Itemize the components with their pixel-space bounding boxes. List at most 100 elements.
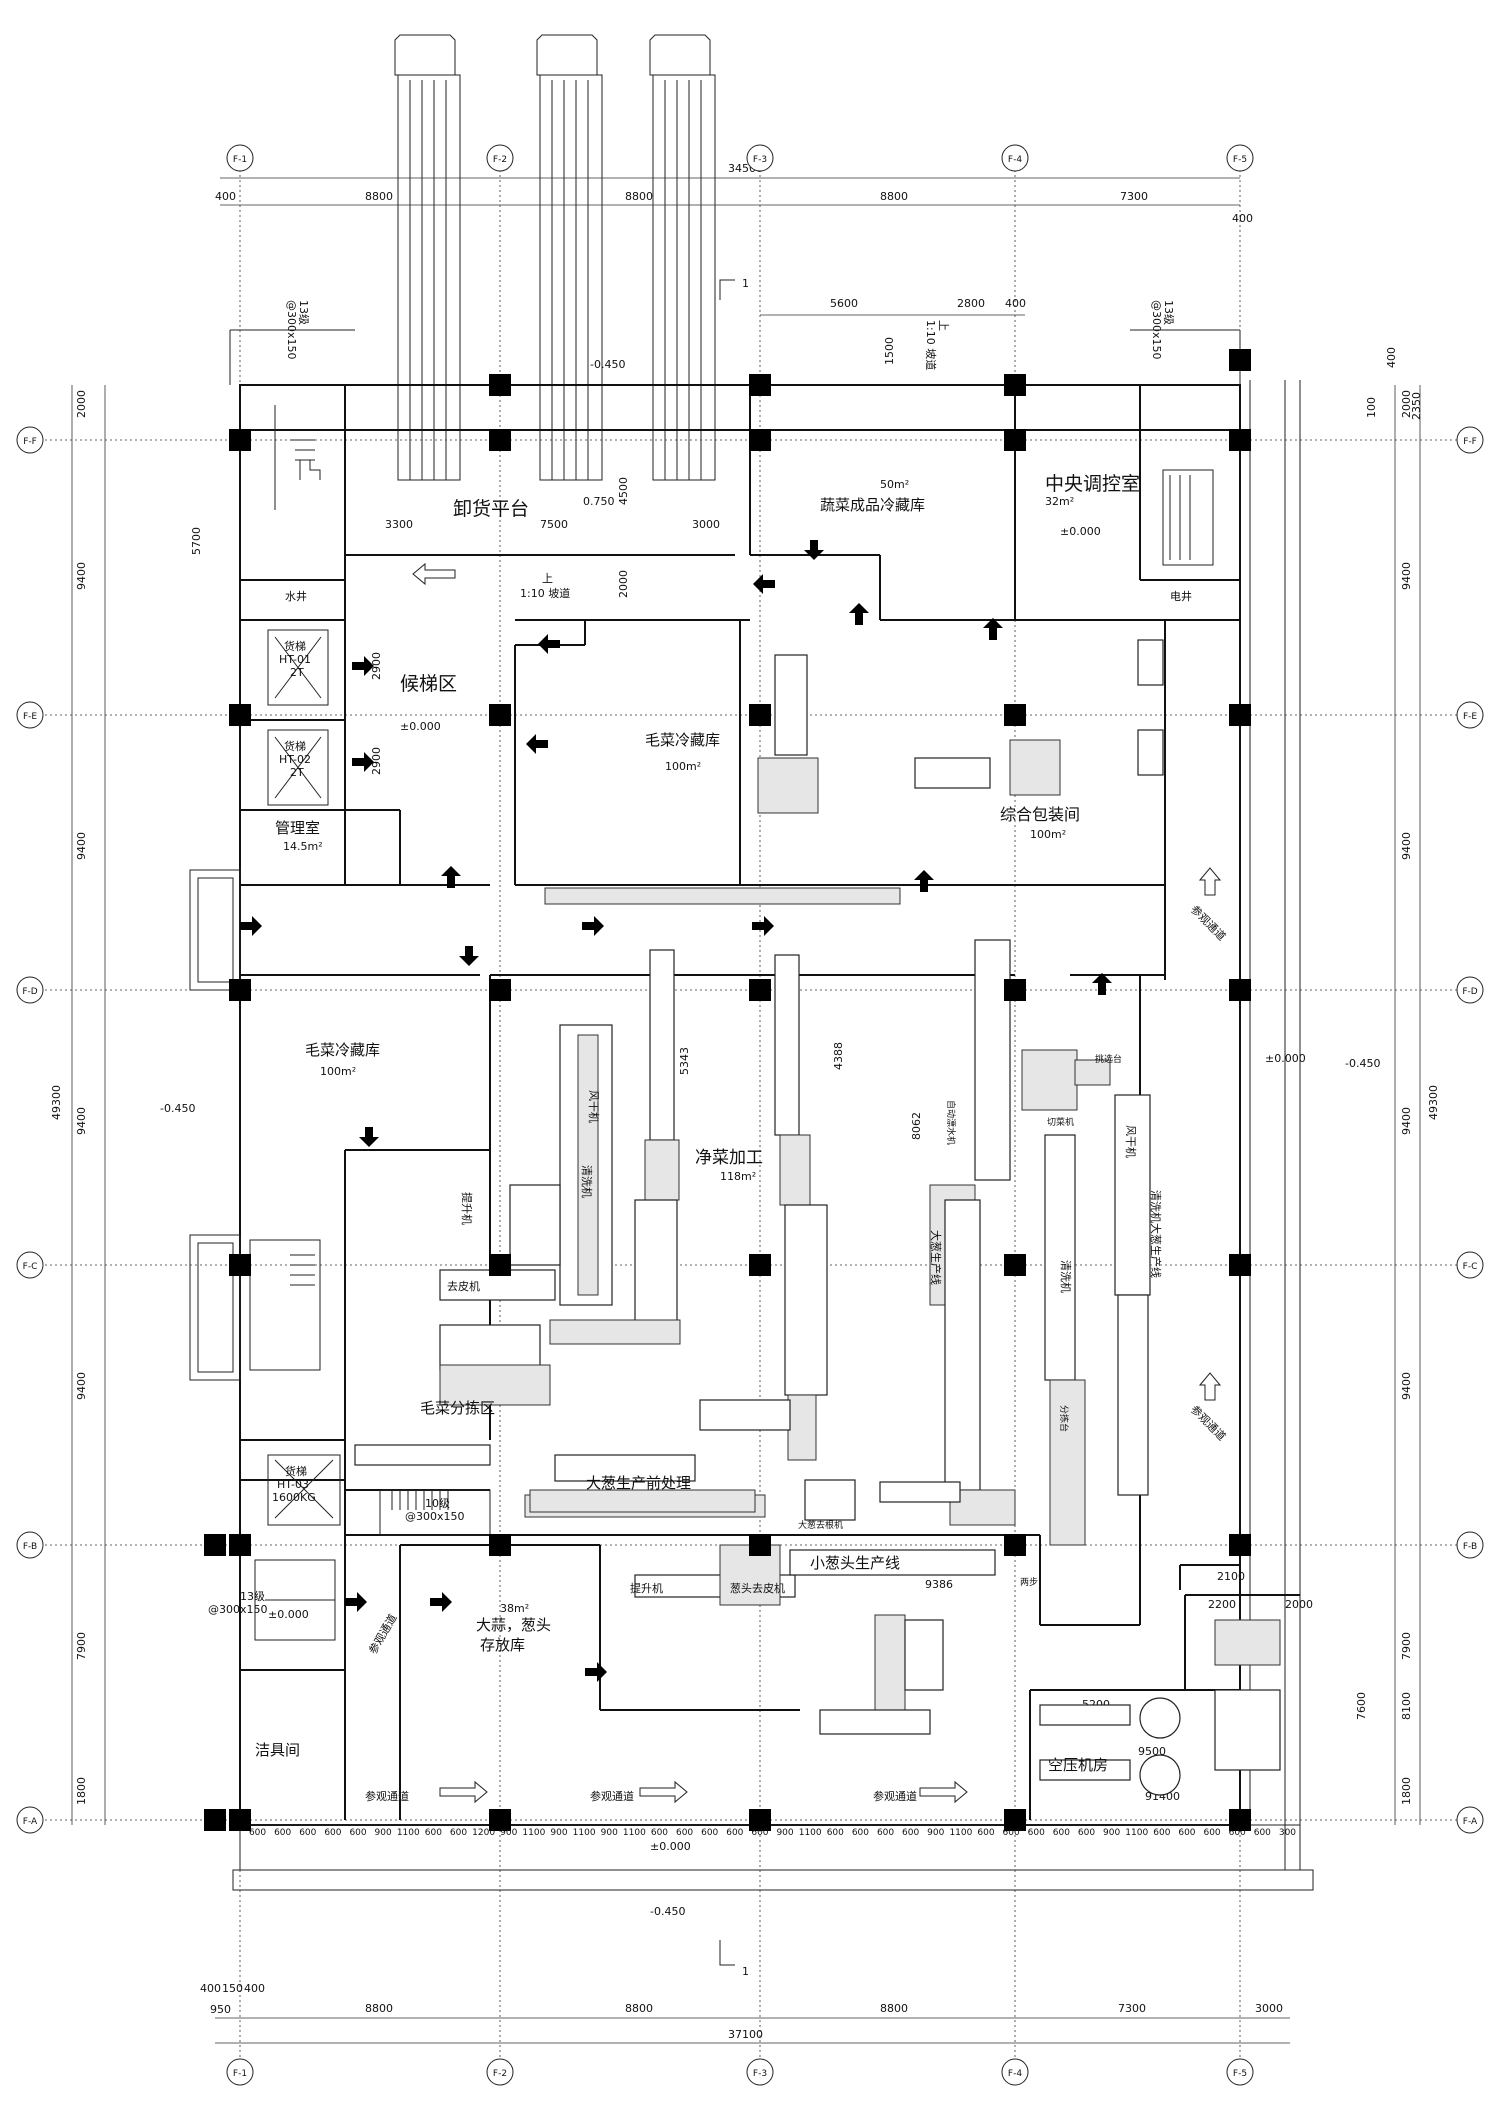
column [1004, 429, 1026, 451]
elevator-3-line-1: 货梯 [285, 1464, 307, 1478]
section-mark-bottom: 1 [742, 1965, 749, 1978]
arrow-up-icon [914, 870, 934, 892]
column [749, 1534, 771, 1556]
label-veg-cold: 蔬菜成品冷藏库 [820, 496, 925, 514]
arrow-right-icon [345, 1592, 367, 1612]
arrow-right-icon [430, 1592, 452, 1612]
stair-ramp-labels: 13级@300x150 13级@300x150 13级@300x150 10级@… [208, 300, 1175, 1616]
dim-bottom-0: 8800 [365, 2002, 393, 2015]
bottom-strip-value: 600 [324, 1828, 341, 1838]
grid-row-left-1-label: F-E [23, 712, 37, 722]
label-raw-cold-top-area: 100m² [665, 760, 701, 773]
grid-col-bottom-3-bubble [1001, 2058, 1029, 2086]
trucks [394, 34, 716, 481]
bottom-strip-value: 900 [550, 1828, 567, 1838]
ramp-middle-2: 1:10 坡道 [520, 586, 570, 600]
column [749, 374, 771, 396]
dim-left-4: 9400 [75, 1372, 88, 1400]
bottom-strip-value: 600 [852, 1828, 869, 1838]
column [489, 1534, 511, 1556]
dim-misc-9: 5343 [678, 1047, 691, 1075]
dim-top-0: 400 [215, 190, 236, 203]
label-scallion-line: 大葱生产线 [929, 1230, 943, 1285]
grid-col-bottom-4-label: F-5 [1233, 2069, 1247, 2079]
label-visit-path-2: 参观通道 [1188, 1402, 1229, 1443]
column [489, 374, 511, 396]
stair-top-left-2: @300x150 [285, 300, 298, 360]
dim-right-top-1: 2350 [1410, 392, 1423, 420]
label-peeler: 去皮机 [447, 1279, 480, 1293]
dim-bottom-1: 8800 [625, 2002, 653, 2015]
bottom-strip-value: 600 [1078, 1828, 1095, 1838]
label-packing-area: 100m² [1030, 828, 1066, 841]
dim-left-1: 9400 [75, 562, 88, 590]
column [1004, 1534, 1026, 1556]
label-veg-cold-area: 50m² [880, 478, 909, 491]
stair-top-left-1: 13级 [297, 300, 310, 325]
grid-col-bottom-2-bubble [746, 2058, 774, 2086]
dim-bottom-2: 8800 [880, 2002, 908, 2015]
grid-row-right-3-label: F-C [1463, 1262, 1478, 1272]
label-shallot-peeler: 葱头去皮机 [730, 1581, 785, 1595]
truck-1 [394, 34, 461, 481]
label-visit-path-6: 参观通道 [365, 1611, 399, 1656]
dim-bottom-3: 7300 [1118, 2002, 1146, 2015]
structural-columns [204, 349, 1251, 1831]
dim-misc-2: 7500 [540, 518, 568, 531]
line-d [1021, 1049, 1151, 1546]
bottom-strip-value: 600 [726, 1828, 743, 1838]
grid-row-right-1-bubble [1456, 701, 1484, 729]
grid-col-bottom-1-label: F-2 [493, 2069, 507, 2079]
level-bottom-outer: -0.450 [650, 1905, 685, 1918]
level-right-side: ±0.000 [1265, 1052, 1306, 1065]
column [204, 1534, 226, 1556]
compressors [1039, 1619, 1281, 1796]
label-garlic-storage: 大蒜，葱头存放库 [476, 1616, 551, 1654]
grid-row-right-5-label: F-A [1463, 1817, 1478, 1827]
label-cutter: 切菜机 [1047, 1116, 1074, 1128]
bottom-strip-value: 1100 [799, 1828, 822, 1838]
elevator-ht-01 [267, 629, 329, 706]
column [204, 1809, 226, 1831]
elevator-2-line-2: HT-02 [279, 753, 311, 766]
column [749, 1809, 771, 1831]
grid-col-bottom-1-bubble [486, 2058, 514, 2086]
column [229, 1534, 251, 1556]
label-raw-cold-left: 毛菜冷藏库 [305, 1041, 380, 1059]
bottom-strip-value: 600 [1203, 1828, 1220, 1838]
bottom-strip-value: 900 [927, 1828, 944, 1838]
stairs [249, 405, 1214, 1641]
grid-row-right-4-bubble [1456, 1531, 1484, 1559]
label-washer: 清洗机 [580, 1165, 594, 1198]
label-packing: 综合包装间 [1000, 805, 1080, 824]
label-management: 管理室 [275, 819, 320, 837]
label-unload-platform: 卸货平台 [453, 498, 529, 520]
elevator-1-line-2: HT-01 [279, 653, 311, 666]
grid-row-right-5-bubble [1456, 1806, 1484, 1834]
dim-right-1: 9400 [1400, 562, 1413, 590]
dim-right-top-0: 400 [1385, 347, 1398, 368]
column [1004, 704, 1026, 726]
dim-top-1: 8800 [365, 190, 393, 203]
column [749, 704, 771, 726]
label-scallion-peel: 大葱去根机 [798, 1519, 843, 1531]
visit-arrow-right-icon [639, 1780, 688, 1804]
bottom-strip-value: 600 [1153, 1828, 1170, 1838]
label-water-well: 水井 [285, 589, 307, 603]
dim-left-5: 7900 [75, 1632, 88, 1660]
dim-misc-15: 2000 [1285, 1598, 1313, 1611]
grid-row-left-5-bubble [16, 1806, 44, 1834]
label-garlic-storage-2: 存放库 [480, 1636, 525, 1654]
dim-misc-10: 4388 [832, 1042, 845, 1070]
dim-bottom-small-3: 950 [210, 2003, 231, 2016]
stair-lower-left-door [254, 1559, 336, 1641]
dim-top-inner-2: 400 [1005, 297, 1026, 310]
dim-right-3: 9400 [1400, 1107, 1413, 1135]
dim-left-2: 9400 [75, 832, 88, 860]
column [749, 1254, 771, 1276]
line-c [804, 939, 1016, 1526]
ramp-top-2: 1:10 坡道 [924, 320, 938, 370]
grid-col-bottom-0-bubble [226, 2058, 254, 2086]
